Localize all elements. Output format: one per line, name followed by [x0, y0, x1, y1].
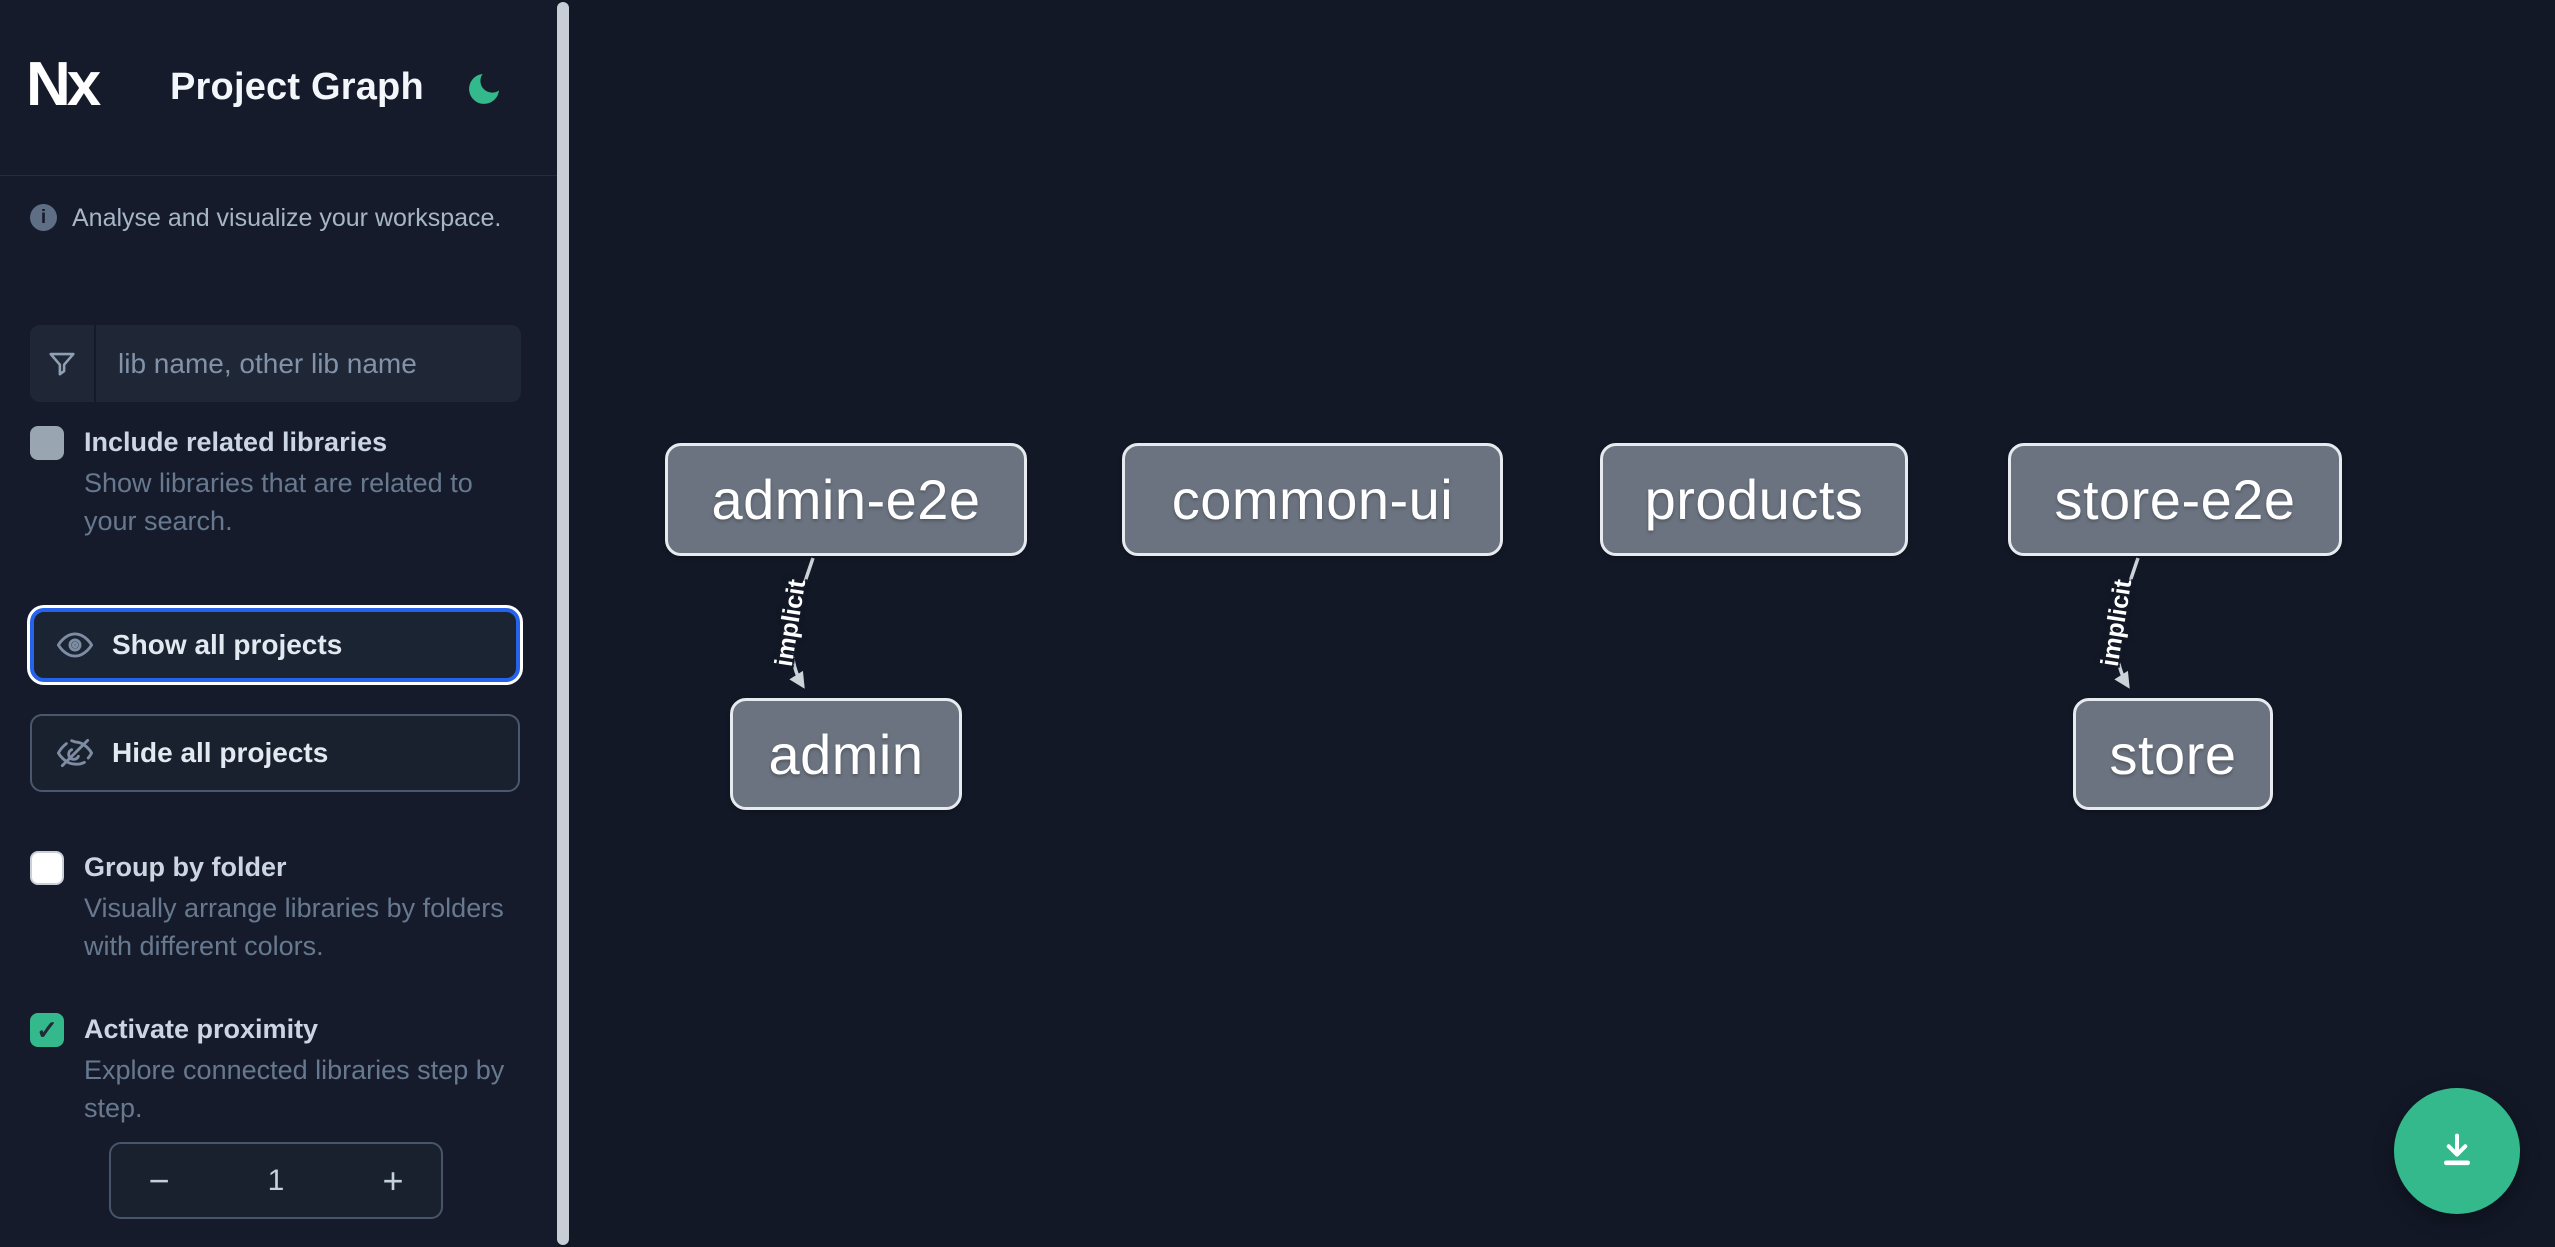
check-icon: ✓	[36, 1015, 58, 1045]
graph-node-products[interactable]: products	[1600, 443, 1908, 556]
search-box	[30, 325, 521, 402]
graph-node-store-e2e[interactable]: store-e2e	[2008, 443, 2342, 556]
download-graph-button[interactable]	[2394, 1088, 2520, 1214]
moon-icon	[464, 73, 504, 112]
option-label: Activate proximity	[84, 1014, 319, 1044]
search-divider	[94, 325, 96, 402]
sidebar-header: Nx Project Graph	[0, 0, 558, 176]
graph-node-store[interactable]: store	[2073, 698, 2273, 810]
funnel-icon	[30, 325, 94, 402]
proximity-depth-stepper: − 1 +	[109, 1142, 443, 1219]
option-activate-proximity[interactable]: ✓ Activate proximity Explore connected l…	[30, 1011, 522, 1127]
hide-all-projects-label: Hide all projects	[112, 737, 329, 768]
checkbox-group-by-folder[interactable]	[30, 851, 64, 885]
info-icon: i	[30, 204, 57, 231]
show-all-projects-button[interactable]: Show all projects	[30, 608, 520, 682]
workspace-hint-text: Analyse and visualize your workspace.	[72, 204, 502, 232]
depth-value: 1	[267, 1163, 285, 1197]
eye-off-icon	[56, 734, 94, 772]
hide-all-projects-button[interactable]: Hide all projects	[30, 714, 520, 792]
option-description: Explore connected libraries step by step…	[84, 1055, 505, 1123]
page-title: Project Graph	[170, 66, 424, 108]
sidebar-scrollbar[interactable]	[557, 2, 569, 1245]
option-description: Visually arrange libraries by folders wi…	[84, 893, 504, 961]
option-group-by-folder[interactable]: Group by folder Visually arrange librari…	[30, 849, 522, 965]
graph-node-admin[interactable]: admin	[730, 698, 962, 810]
workspace-hint: i Analyse and visualize your workspace.	[30, 202, 501, 234]
decrement-button[interactable]: −	[111, 1144, 207, 1217]
graph-canvas[interactable]	[570, 0, 2555, 1247]
option-label: Group by folder	[84, 852, 287, 882]
show-all-projects-label: Show all projects	[112, 629, 343, 660]
option-label: Include related libraries	[84, 427, 388, 457]
download-icon	[2431, 1125, 2483, 1177]
graph-node-common-ui[interactable]: common-ui	[1122, 443, 1503, 556]
option-description: Show libraries that are related to your …	[84, 468, 473, 536]
nx-logo: Nx	[26, 50, 101, 119]
theme-toggle-button[interactable]	[462, 68, 506, 112]
eye-icon	[56, 626, 94, 664]
increment-button[interactable]: +	[345, 1144, 441, 1217]
option-include-related[interactable]: Include related libraries Show libraries…	[30, 424, 522, 540]
sidebar: Nx Project Graph i Analyse and visualize…	[0, 0, 558, 1247]
checkbox-activate-proximity[interactable]: ✓	[30, 1013, 64, 1047]
search-input[interactable]	[96, 325, 521, 402]
checkbox-include-related[interactable]	[30, 426, 64, 460]
graph-node-admin-e2e[interactable]: admin-e2e	[665, 443, 1027, 556]
